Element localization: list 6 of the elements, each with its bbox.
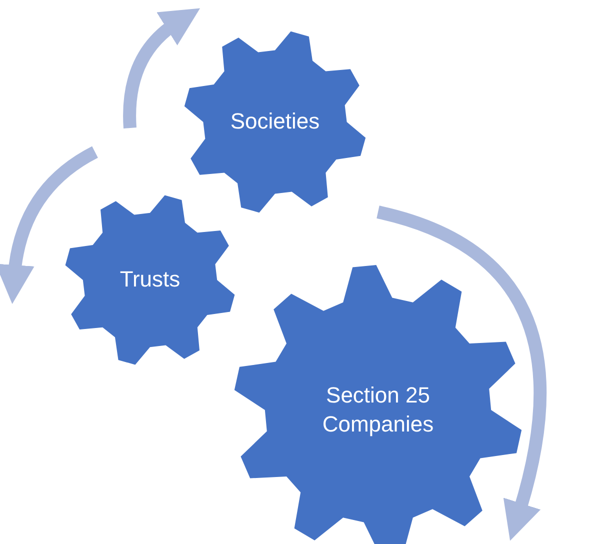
gear-label: Trusts — [118, 266, 182, 294]
gear — [183, 30, 367, 214]
gear — [233, 265, 523, 544]
gear-label: Section 25 Companies — [321, 381, 435, 438]
gear-label: Societies — [229, 108, 321, 136]
gear — [64, 194, 236, 366]
